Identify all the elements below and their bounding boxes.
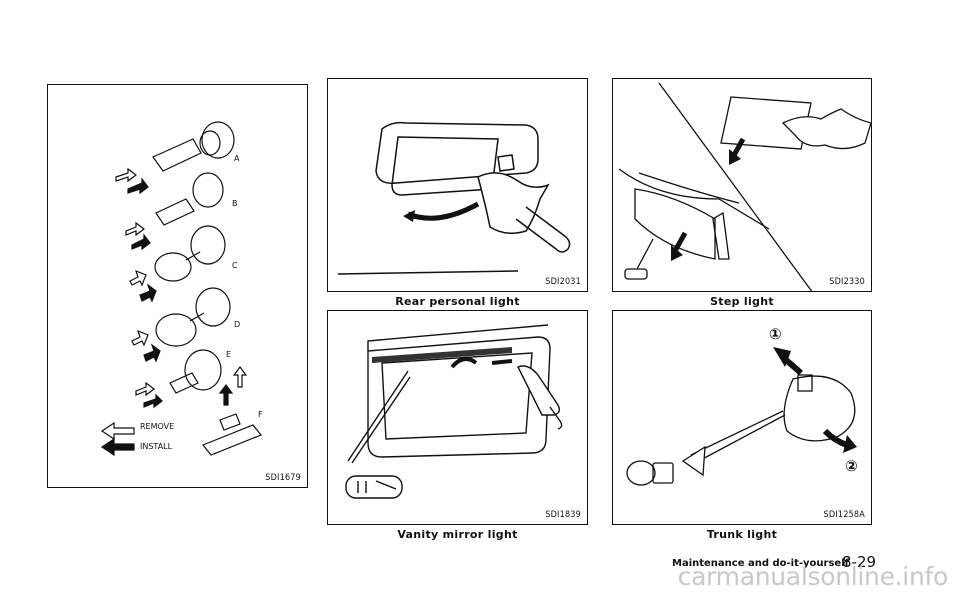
legend-install-label: INSTALL <box>140 442 173 451</box>
label-b: B <box>232 199 238 208</box>
label-d: D <box>234 320 240 329</box>
vanity-mirror-light-illustration <box>345 324 563 499</box>
bulb-c-drawing <box>154 225 226 282</box>
bulb-e-drawing <box>169 349 222 394</box>
figure-code: SDI2031 <box>545 277 581 287</box>
figure-code: SDI2330 <box>829 277 865 287</box>
figure-code: SDI1258A <box>823 510 865 520</box>
page-number: 8-29 <box>842 553 877 571</box>
trunk-light-caption: Trunk light <box>706 528 778 541</box>
label-a: A <box>234 154 240 163</box>
step-light-caption: Step light <box>710 295 774 308</box>
bulb-types-panel: A B C D E F REMOVE INSTALL SDI1679 <box>47 84 308 488</box>
vanity-mirror-light-caption: Vanity mirror light <box>397 528 518 541</box>
rear-personal-light-panel: SDI2031 <box>327 78 588 292</box>
step-light-illustration <box>618 82 871 291</box>
callout-1: ① <box>769 325 782 343</box>
rear-personal-light-illustration <box>337 121 571 275</box>
bulb-b-drawing <box>155 172 224 226</box>
trunk-light-panel: ① ② SDI1258A <box>612 310 872 525</box>
figure-code: SDI1679 <box>265 473 301 483</box>
section-title: Maintenance and do-it-yourself <box>672 558 849 569</box>
bulb-f-drawing <box>202 413 262 456</box>
watermark: carmanualsonline.info <box>677 562 949 591</box>
rear-personal-light-caption: Rear personal light <box>395 295 520 308</box>
bulb-a-drawing <box>152 121 235 172</box>
label-c: C <box>232 261 238 270</box>
step-light-panel: SDI2330 <box>612 78 872 292</box>
label-f: F <box>258 410 263 419</box>
label-e: E <box>226 350 231 359</box>
legend-remove-label: REMOVE <box>140 422 174 431</box>
figure-code: SDI1839 <box>545 510 581 520</box>
callout-2: ② <box>845 457 858 475</box>
bulb-d-drawing <box>155 287 231 347</box>
bulb-types-illustration: A B C D E F REMOVE INSTALL <box>100 121 263 457</box>
trunk-light-illustration: ① ② <box>626 325 858 486</box>
vanity-mirror-light-panel: SDI1839 <box>327 310 588 525</box>
